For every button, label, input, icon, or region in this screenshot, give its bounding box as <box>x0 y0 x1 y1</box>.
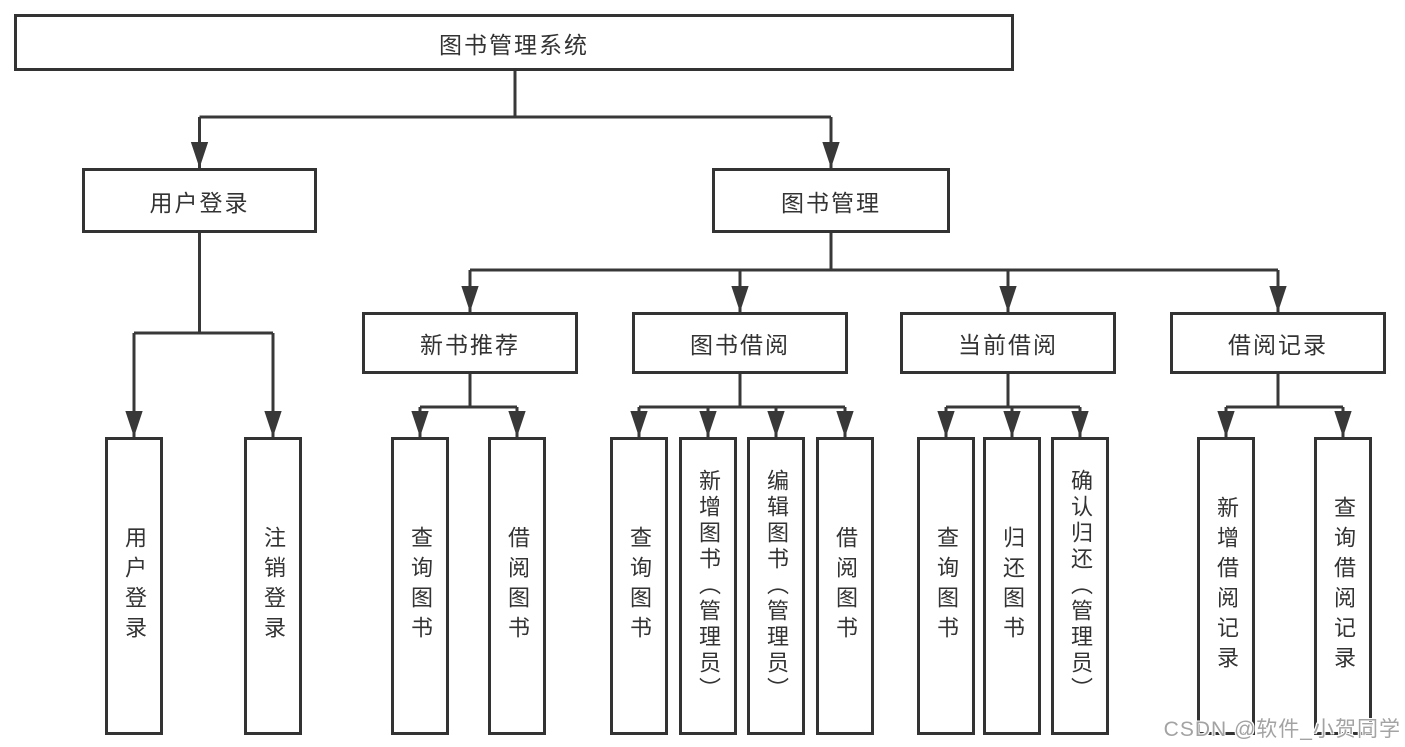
leaf-borrow-books-recommend-label: 借阅图书 <box>505 526 530 646</box>
node-borrow-records-label: 借阅记录 <box>1228 332 1328 358</box>
connector-new-book-trunk <box>420 374 517 409</box>
leaf-query-books-current-label: 查询图书 <box>934 526 959 646</box>
leaf-return-books: 归还图书 <box>983 437 1041 735</box>
node-root-label: 图书管理系统 <box>439 31 589 58</box>
leaf-borrow-books-label: 借阅图书 <box>833 526 858 646</box>
leaf-query-borrow-record: 查询借阅记录 <box>1314 437 1372 735</box>
leaf-edit-books-admin-label: 编辑图书（管理员） <box>764 469 789 703</box>
leaf-edit-books-admin: 编辑图书（管理员） <box>747 437 805 735</box>
node-new-book-recommend-label: 新书推荐 <box>420 332 520 358</box>
connector-user-login-trunk <box>134 233 273 335</box>
leaf-confirm-return-admin: 确认归还（管理员） <box>1051 437 1109 735</box>
node-root-system: 图书管理系统 <box>14 14 1014 71</box>
leaf-query-borrow-record-label: 查询借阅记录 <box>1331 496 1356 676</box>
leaf-borrow-books-recommend: 借阅图书 <box>488 437 546 735</box>
connector-borrow-records-trunk <box>1226 374 1343 409</box>
leaf-confirm-return-admin-label: 确认归还（管理员） <box>1068 469 1093 703</box>
node-current-borrow-label: 当前借阅 <box>958 332 1058 358</box>
leaf-user-login-label: 用户登录 <box>122 526 147 646</box>
leaf-logout-login: 注销登录 <box>244 437 302 735</box>
leaf-borrow-books: 借阅图书 <box>816 437 874 735</box>
node-borrow-records: 借阅记录 <box>1170 312 1386 374</box>
leaf-add-books-admin-label: 新增图书（管理员） <box>696 469 721 703</box>
connector-root-trunk <box>199 70 831 119</box>
connector-book-borrow-trunk <box>639 374 845 409</box>
leaf-add-borrow-record-label: 新增借阅记录 <box>1214 496 1239 676</box>
leaf-query-books-current: 查询图书 <box>917 437 975 735</box>
csdn-watermark: CSDN @软件_小贺同学 <box>1163 718 1401 741</box>
node-book-borrow-label: 图书借阅 <box>690 332 790 358</box>
node-book-management: 图书管理 <box>712 168 950 233</box>
leaf-add-borrow-record: 新增借阅记录 <box>1197 437 1255 735</box>
leaf-query-books-borrow: 查询图书 <box>610 437 668 735</box>
connector-current-borrow-trunk <box>946 374 1080 409</box>
connector-book-management-trunk <box>470 233 1278 272</box>
leaf-query-books-borrow-label: 查询图书 <box>627 526 652 646</box>
leaf-add-books-admin: 新增图书（管理员） <box>679 437 737 735</box>
leaf-user-login: 用户登录 <box>105 437 163 735</box>
node-current-borrow: 当前借阅 <box>900 312 1116 374</box>
node-user-login-label: 用户登录 <box>149 189 250 216</box>
leaf-query-books-recommend: 查询图书 <box>391 437 449 735</box>
node-new-book-recommend: 新书推荐 <box>362 312 578 374</box>
leaf-return-books-label: 归还图书 <box>1000 526 1025 646</box>
leaf-query-books-recommend-label: 查询图书 <box>408 526 433 646</box>
node-book-borrow: 图书借阅 <box>632 312 848 374</box>
leaf-logout-login-label: 注销登录 <box>261 526 286 646</box>
node-user-login: 用户登录 <box>82 168 317 233</box>
node-book-management-label: 图书管理 <box>781 189 881 216</box>
